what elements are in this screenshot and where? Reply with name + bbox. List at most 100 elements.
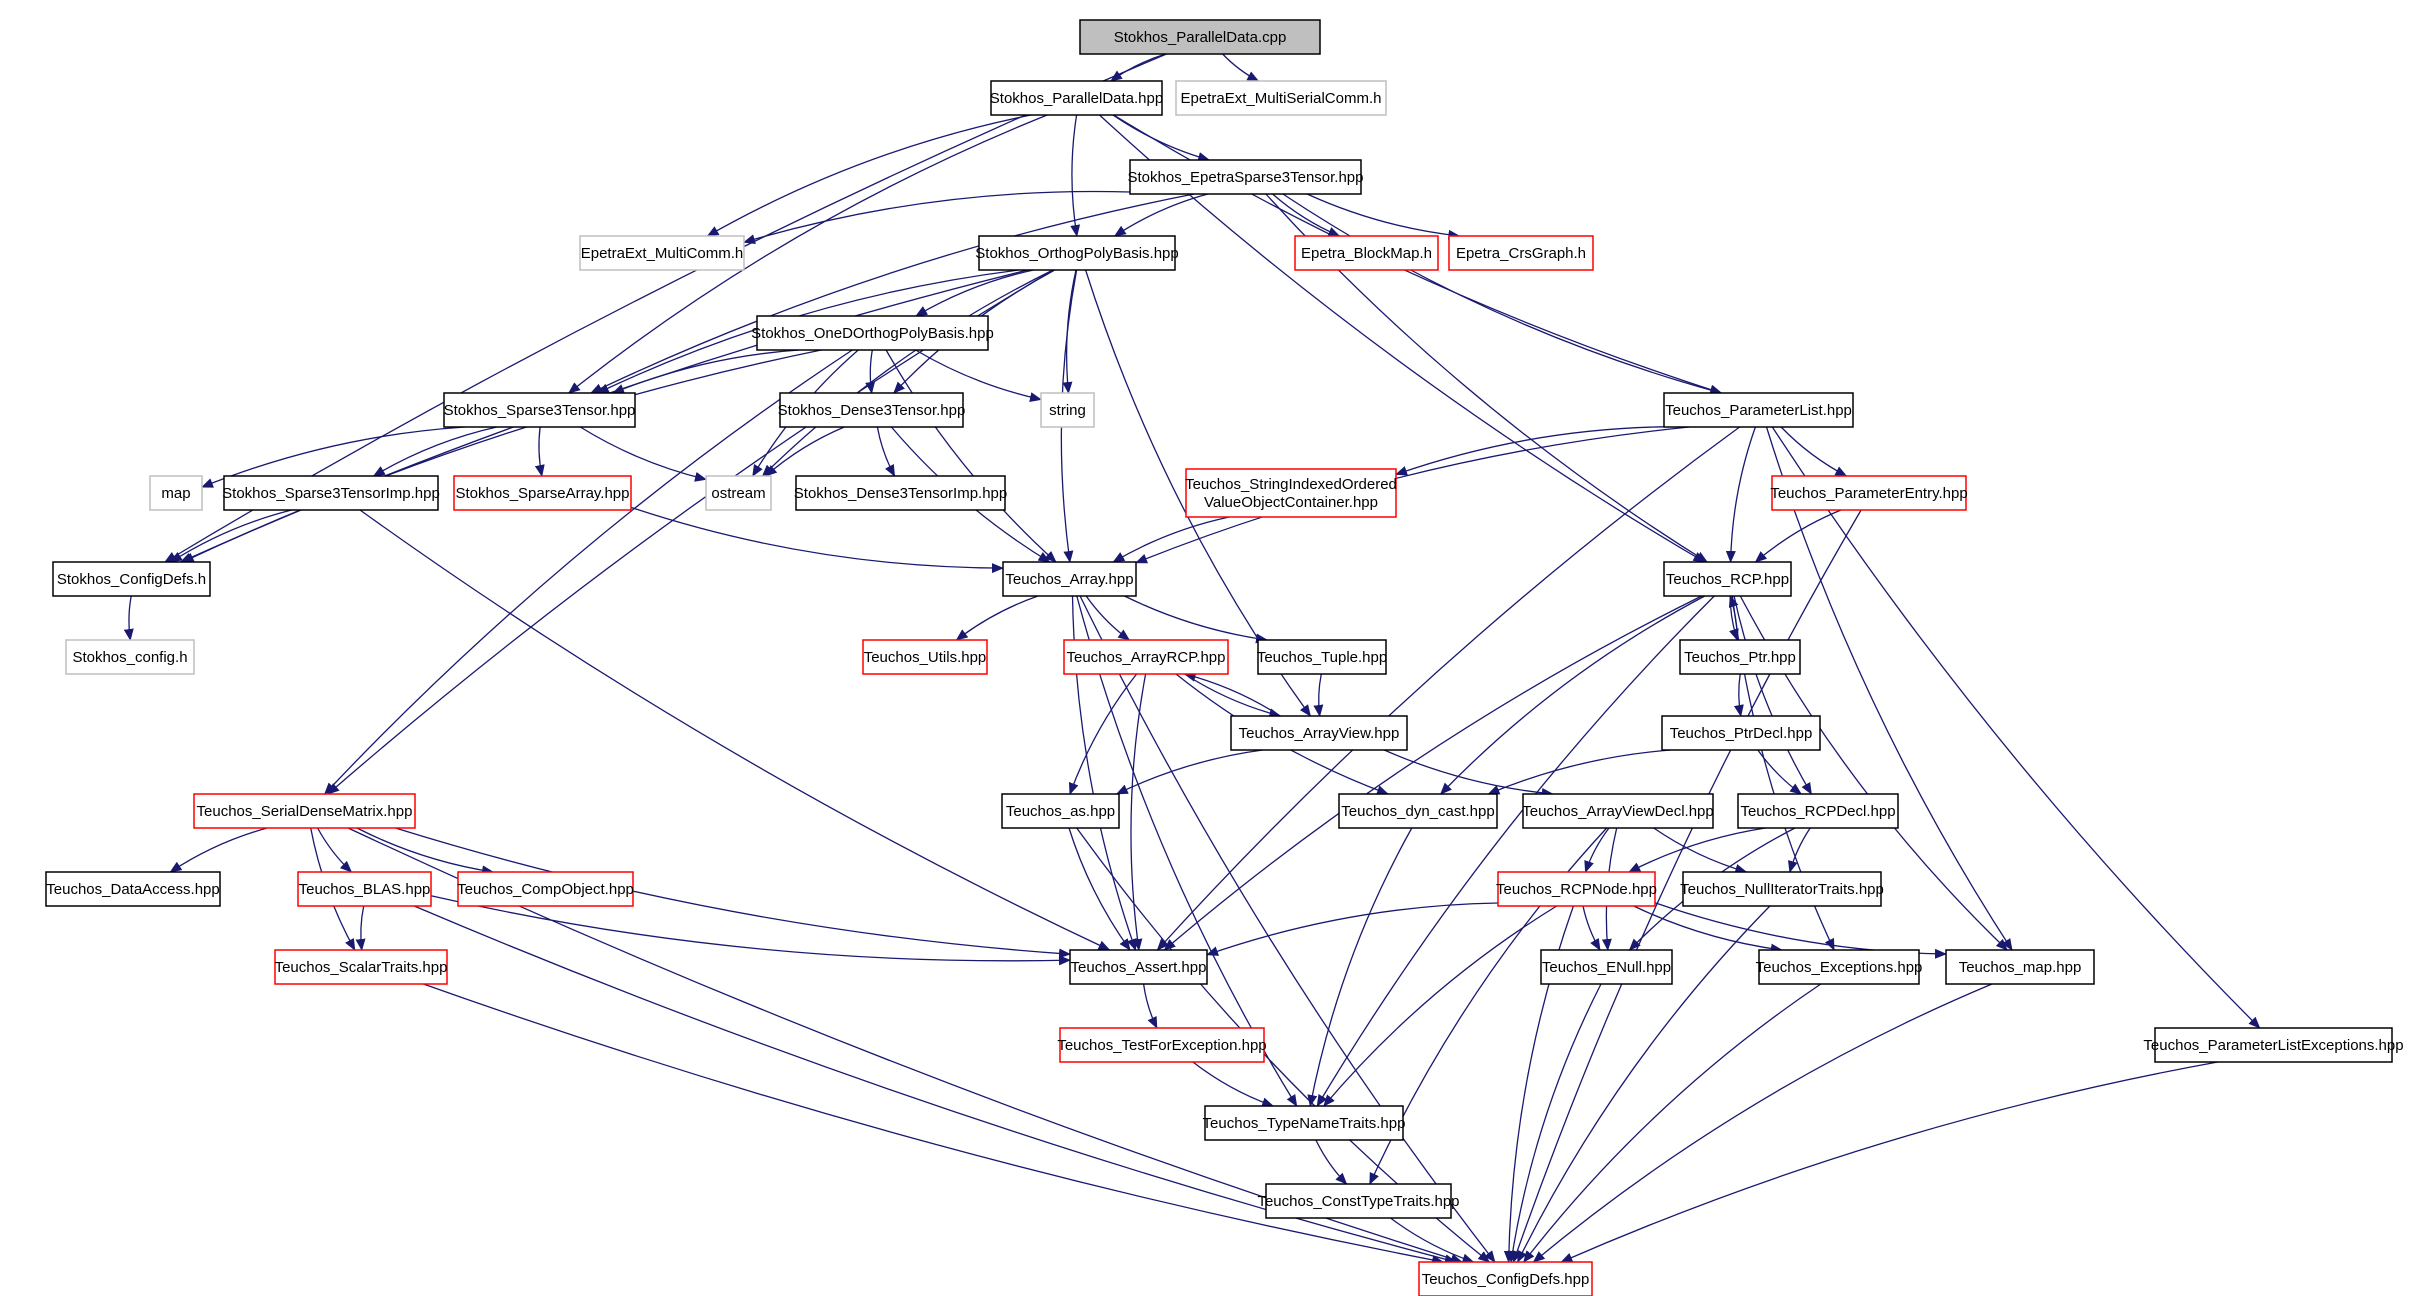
edge-plexceptions-to-configdefs_hpp <box>1560 1061 2218 1263</box>
node-label-blockmap: Epetra_BlockMap.h <box>1301 245 1432 262</box>
node-crsgraph[interactable]: Epetra_CrsGraph.h <box>1448 235 1594 271</box>
node-box-sparsearray <box>453 475 632 511</box>
node-label-rcpnode: Teuchos_RCPNode.hpp <box>1496 881 1657 898</box>
edge-sparseimp-to-assert <box>359 509 1111 951</box>
node-consttype[interactable]: Teuchos_ConstTypeTraits.hpp <box>1257 1183 1460 1219</box>
node-multiserial[interactable]: EpetraExt_MultiSerialComm.h <box>1175 80 1387 116</box>
edge-rcpnode-to-tmap <box>1654 902 1947 959</box>
edge-rcp-to-typename <box>1316 595 1715 1107</box>
node-tmap[interactable]: Teuchos_map.hpp <box>1945 949 2095 985</box>
node-paramlist[interactable]: Teuchos_ParameterList.hpp <box>1663 392 1854 428</box>
node-array[interactable]: Teuchos_Array.hpp <box>1002 561 1137 597</box>
node-parallel_hpp[interactable]: Stokhos_ParallelData.hpp <box>990 80 1163 116</box>
node-parallel_cpp[interactable]: Stokhos_ParallelData.cpp <box>1079 19 1321 55</box>
node-dense3[interactable]: Stokhos_Dense3Tensor.hpp <box>778 392 966 428</box>
edge-typename-to-consttype <box>1315 1139 1348 1185</box>
node-sparseimp[interactable]: Stokhos_Sparse3TensorImp.hpp <box>222 475 440 511</box>
node-box-blockmap <box>1294 235 1439 271</box>
node-blockmap[interactable]: Epetra_BlockMap.h <box>1294 235 1439 271</box>
node-box-as <box>1001 793 1120 829</box>
node-orthog[interactable]: Stokhos_OrthogPolyBasis.hpp <box>975 235 1179 271</box>
node-label-strindexed: ValueObjectContainer.hpp <box>1204 494 1378 511</box>
node-box-dataaccess <box>45 871 221 907</box>
node-utils[interactable]: Teuchos_Utils.hpp <box>862 639 988 675</box>
edge-nulliter-to-configdefs_hpp <box>1517 905 1771 1263</box>
node-string[interactable]: string <box>1040 392 1095 428</box>
edge-exceptions-to-configdefs_hpp <box>1523 983 1822 1263</box>
edge-parallel_hpp-to-orthog <box>1070 114 1081 237</box>
edge-sparse3-to-sparseimp <box>372 426 497 477</box>
node-paramentry[interactable]: Teuchos_ParameterEntry.hpp <box>1770 475 1968 511</box>
node-label-arrayview: Teuchos_ArrayView.hpp <box>1239 725 1400 742</box>
node-box-ptr <box>1679 639 1801 675</box>
node-box-arrayviewdecl <box>1522 793 1714 829</box>
node-box-oned <box>756 315 989 351</box>
node-dense3imp[interactable]: Stokhos_Dense3TensorImp.hpp <box>794 475 1007 511</box>
node-label-map: map <box>161 485 190 502</box>
node-box-paramentry <box>1771 475 1967 511</box>
edge-arrayrcp-to-assert <box>1130 673 1147 951</box>
node-arrayviewdecl[interactable]: Teuchos_ArrayViewDecl.hpp <box>1522 793 1714 829</box>
edge-arrayrcp-to-arrayview <box>1184 673 1282 719</box>
node-assert[interactable]: Teuchos_Assert.hpp <box>1069 949 1208 985</box>
edge-blas-to-configdefs_hpp <box>413 905 1457 1265</box>
edge-rcp-to-dyncast <box>1440 595 1706 795</box>
edge-array-to-tuple <box>1124 595 1268 644</box>
node-scalartraits[interactable]: Teuchos_ScalarTraits.hpp <box>274 949 448 985</box>
node-rcp[interactable]: Teuchos_RCP.hpp <box>1663 561 1792 597</box>
node-configdefs_h[interactable]: Stokhos_ConfigDefs.h <box>52 561 211 597</box>
node-label-array: Teuchos_Array.hpp <box>1005 571 1133 588</box>
node-label-paramlist: Teuchos_ParameterList.hpp <box>1665 402 1852 419</box>
node-compobject[interactable]: Teuchos_CompObject.hpp <box>457 871 634 907</box>
node-label-epetrasparse: Stokhos_EpetraSparse3Tensor.hpp <box>1128 169 1364 186</box>
edge-rcpnode-to-enull <box>1582 905 1601 951</box>
edge-epetrasparse-to-crsgraph <box>1306 193 1461 240</box>
node-serialdense[interactable]: Teuchos_SerialDenseMatrix.hpp <box>193 793 416 829</box>
node-sparsearray[interactable]: Stokhos_SparseArray.hpp <box>453 475 632 511</box>
node-label-consttype: Teuchos_ConstTypeTraits.hpp <box>1257 1193 1459 1210</box>
node-label-serialdense: Teuchos_SerialDenseMatrix.hpp <box>197 803 413 820</box>
node-ptrdecl[interactable]: Teuchos_PtrDecl.hpp <box>1661 715 1821 751</box>
edge-configdefs_h-to-stokhos_config <box>123 595 134 641</box>
node-box-dyncast <box>1338 793 1498 829</box>
node-dyncast[interactable]: Teuchos_dyn_cast.hpp <box>1338 793 1498 829</box>
edge-paramlist-to-plexceptions <box>1771 426 2261 1029</box>
node-testforexc[interactable]: Teuchos_TestForException.hpp <box>1057 1027 1267 1063</box>
node-typename[interactable]: Teuchos_TypeNameTraits.hpp <box>1203 1105 1406 1141</box>
node-box-compobject <box>457 871 634 907</box>
node-epetrasparse[interactable]: Stokhos_EpetraSparse3Tensor.hpp <box>1128 159 1364 195</box>
node-rcpnode[interactable]: Teuchos_RCPNode.hpp <box>1496 871 1657 907</box>
node-box-nulliter <box>1682 871 1882 907</box>
node-sparse3[interactable]: Stokhos_Sparse3Tensor.hpp <box>443 392 636 428</box>
node-label-rcp: Teuchos_RCP.hpp <box>1666 571 1789 588</box>
node-ostream[interactable]: ostream <box>705 475 772 511</box>
node-enull[interactable]: Teuchos_ENull.hpp <box>1540 949 1673 985</box>
edge-ptrdecl-to-dyncast <box>1487 749 1671 795</box>
node-tuple[interactable]: Teuchos_Tuple.hpp <box>1257 639 1387 675</box>
node-oned[interactable]: Stokhos_OneDOrthogPolyBasis.hpp <box>751 315 994 351</box>
node-as[interactable]: Teuchos_as.hpp <box>1001 793 1120 829</box>
node-stokhos_config[interactable]: Stokhos_config.h <box>65 639 195 675</box>
node-arrayrcp[interactable]: Teuchos_ArrayRCP.hpp <box>1063 639 1229 675</box>
node-nulliter[interactable]: Teuchos_NullIteratorTraits.hpp <box>1680 871 1884 907</box>
node-label-stokhos_config: Stokhos_config.h <box>72 649 187 666</box>
edge-array-to-arrayrcp <box>1085 595 1131 641</box>
node-label-nulliter: Teuchos_NullIteratorTraits.hpp <box>1680 881 1884 898</box>
node-exceptions[interactable]: Teuchos_Exceptions.hpp <box>1756 949 1923 985</box>
node-strindexed[interactable]: Teuchos_StringIndexedOrderedValueObjectC… <box>1185 468 1397 518</box>
node-ptr[interactable]: Teuchos_Ptr.hpp <box>1679 639 1801 675</box>
node-label-dataaccess: Teuchos_DataAccess.hpp <box>46 881 219 898</box>
edge-oned-to-dense3 <box>865 349 876 394</box>
node-blas[interactable]: Teuchos_BLAS.hpp <box>297 871 432 907</box>
node-multicomm[interactable]: EpetraExt_MultiComm.h <box>579 235 745 271</box>
node-box-dense3imp <box>795 475 1006 511</box>
node-dataaccess[interactable]: Teuchos_DataAccess.hpp <box>45 871 221 907</box>
node-box-configdefs_hpp <box>1418 1261 1593 1296</box>
node-arrayview[interactable]: Teuchos_ArrayView.hpp <box>1230 715 1408 751</box>
node-configdefs_hpp[interactable]: Teuchos_ConfigDefs.hpp <box>1418 1261 1593 1296</box>
node-rcpdecl[interactable]: Teuchos_RCPDecl.hpp <box>1737 793 1899 829</box>
node-map[interactable]: map <box>149 475 203 511</box>
node-label-multicomm: EpetraExt_MultiComm.h <box>581 245 744 262</box>
node-plexceptions[interactable]: Teuchos_ParameterListExceptions.hpp <box>2143 1027 2404 1063</box>
